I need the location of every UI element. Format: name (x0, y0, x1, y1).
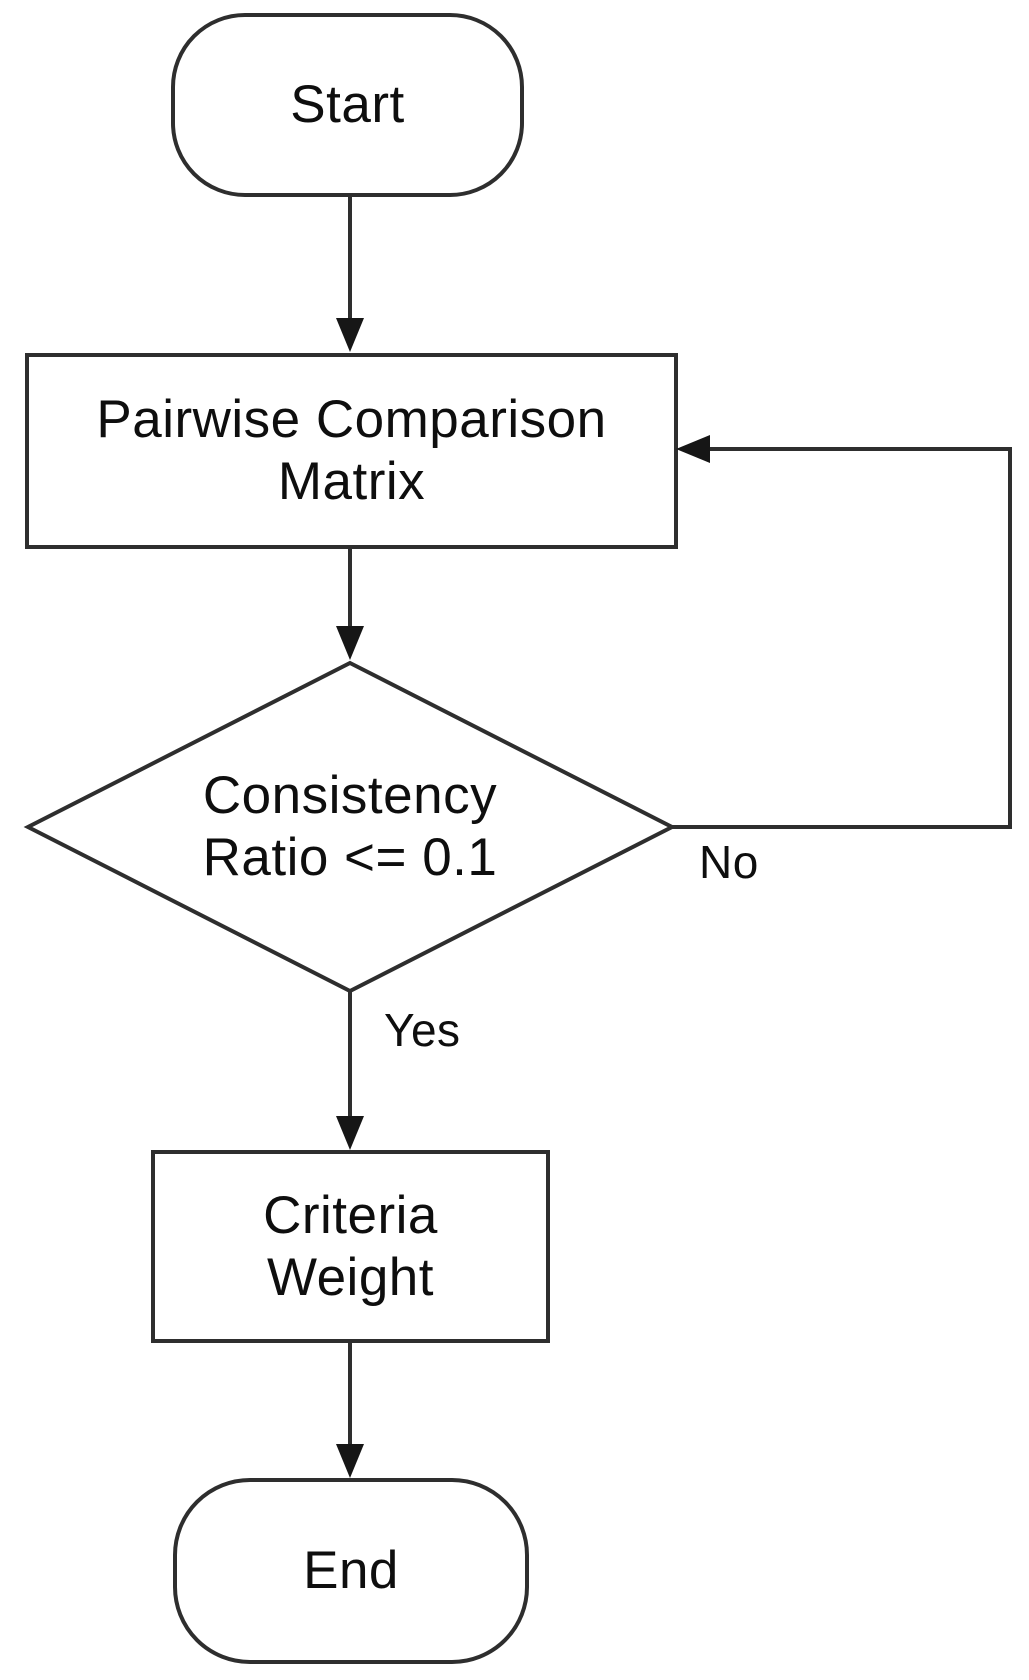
arrowhead-start-to-pairwise (336, 318, 364, 352)
start-node-shape (171, 13, 524, 197)
arrowhead-criteria-to-end (336, 1444, 364, 1478)
consistency-decision-node-shape (23, 660, 677, 994)
criteria-weight-node-shape (151, 1150, 550, 1343)
arrowhead-pairwise-to-decision (336, 626, 364, 660)
end-node-shape (173, 1478, 529, 1664)
arrowhead-no-loop (676, 435, 710, 463)
no-loop-line (672, 447, 1012, 829)
arrowhead-decision-to-criteria (336, 1116, 364, 1150)
pairwise-matrix-node-shape (25, 353, 678, 549)
